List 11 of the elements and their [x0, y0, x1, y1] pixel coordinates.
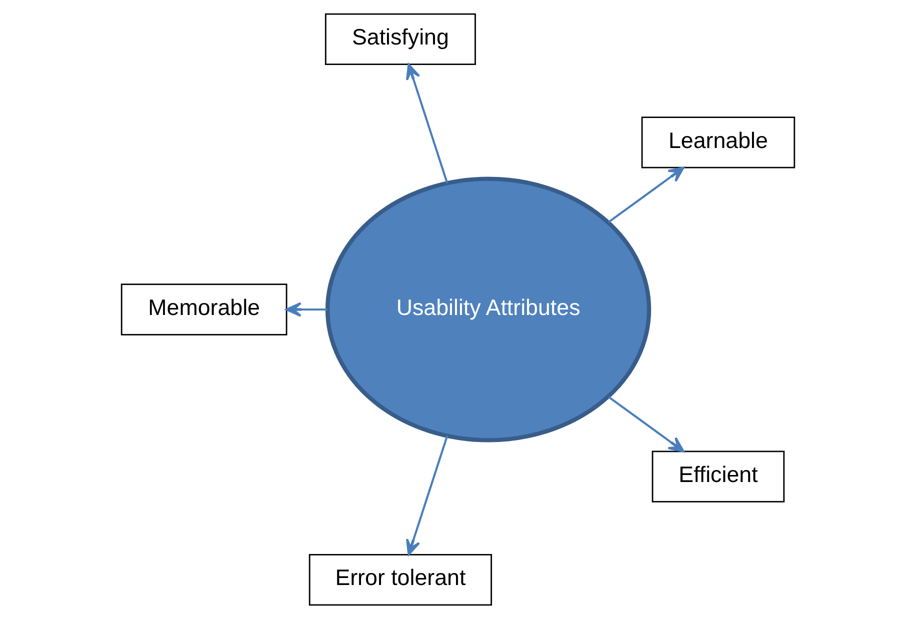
- arrow: [608, 396, 684, 452]
- node-ellipse: Usability Attributes: [325, 176, 652, 442]
- node-box: Satisfying: [324, 13, 476, 66]
- arrow: [286, 302, 328, 317]
- node-box: Memorable: [120, 284, 288, 336]
- node-box: Efficient: [652, 450, 785, 502]
- arrow: [406, 436, 448, 556]
- node-box: Error tolerant: [308, 554, 492, 606]
- arrow: [608, 166, 684, 223]
- node-box: Learnable: [641, 116, 796, 168]
- arrow: [406, 64, 448, 184]
